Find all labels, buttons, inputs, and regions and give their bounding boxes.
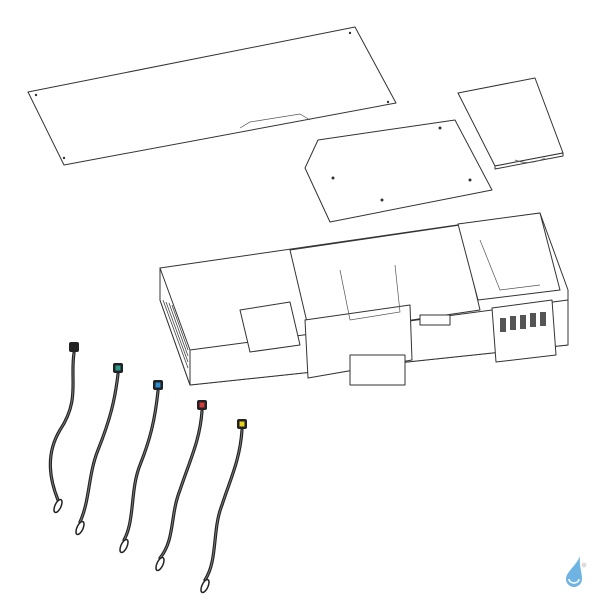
cable-wire-highlight xyxy=(123,390,159,541)
cable-wire-highlight xyxy=(49,352,75,501)
sensor-cables xyxy=(48,342,247,594)
top-cover xyxy=(27,26,397,166)
ring-terminal xyxy=(75,520,85,536)
connector-color-marker xyxy=(115,365,121,371)
sensor-cable xyxy=(48,342,79,514)
ring-terminal xyxy=(53,498,63,514)
connector-color-marker xyxy=(239,421,245,427)
water-drop-icon xyxy=(566,556,587,587)
small-cover-plate xyxy=(457,77,564,170)
cable-wire xyxy=(122,389,160,542)
cable-wire xyxy=(203,428,244,582)
connector-color-marker xyxy=(155,382,161,388)
ring-terminal xyxy=(119,538,129,554)
cable-wire xyxy=(158,409,204,560)
cable-wire-highlight xyxy=(204,429,243,581)
sensor-cable xyxy=(75,363,123,536)
ring-terminal xyxy=(200,578,210,594)
chassis xyxy=(159,212,569,386)
sensor-cable xyxy=(200,419,247,594)
connector-color-marker xyxy=(71,344,77,350)
cable-wire-highlight xyxy=(159,410,203,559)
inner-cover-plate xyxy=(304,119,493,223)
sensor-cable xyxy=(155,400,207,572)
ring-terminal xyxy=(155,556,165,572)
connector-color-marker xyxy=(199,402,205,408)
cable-wire-highlight xyxy=(79,373,119,523)
sensor-cable xyxy=(119,380,163,554)
